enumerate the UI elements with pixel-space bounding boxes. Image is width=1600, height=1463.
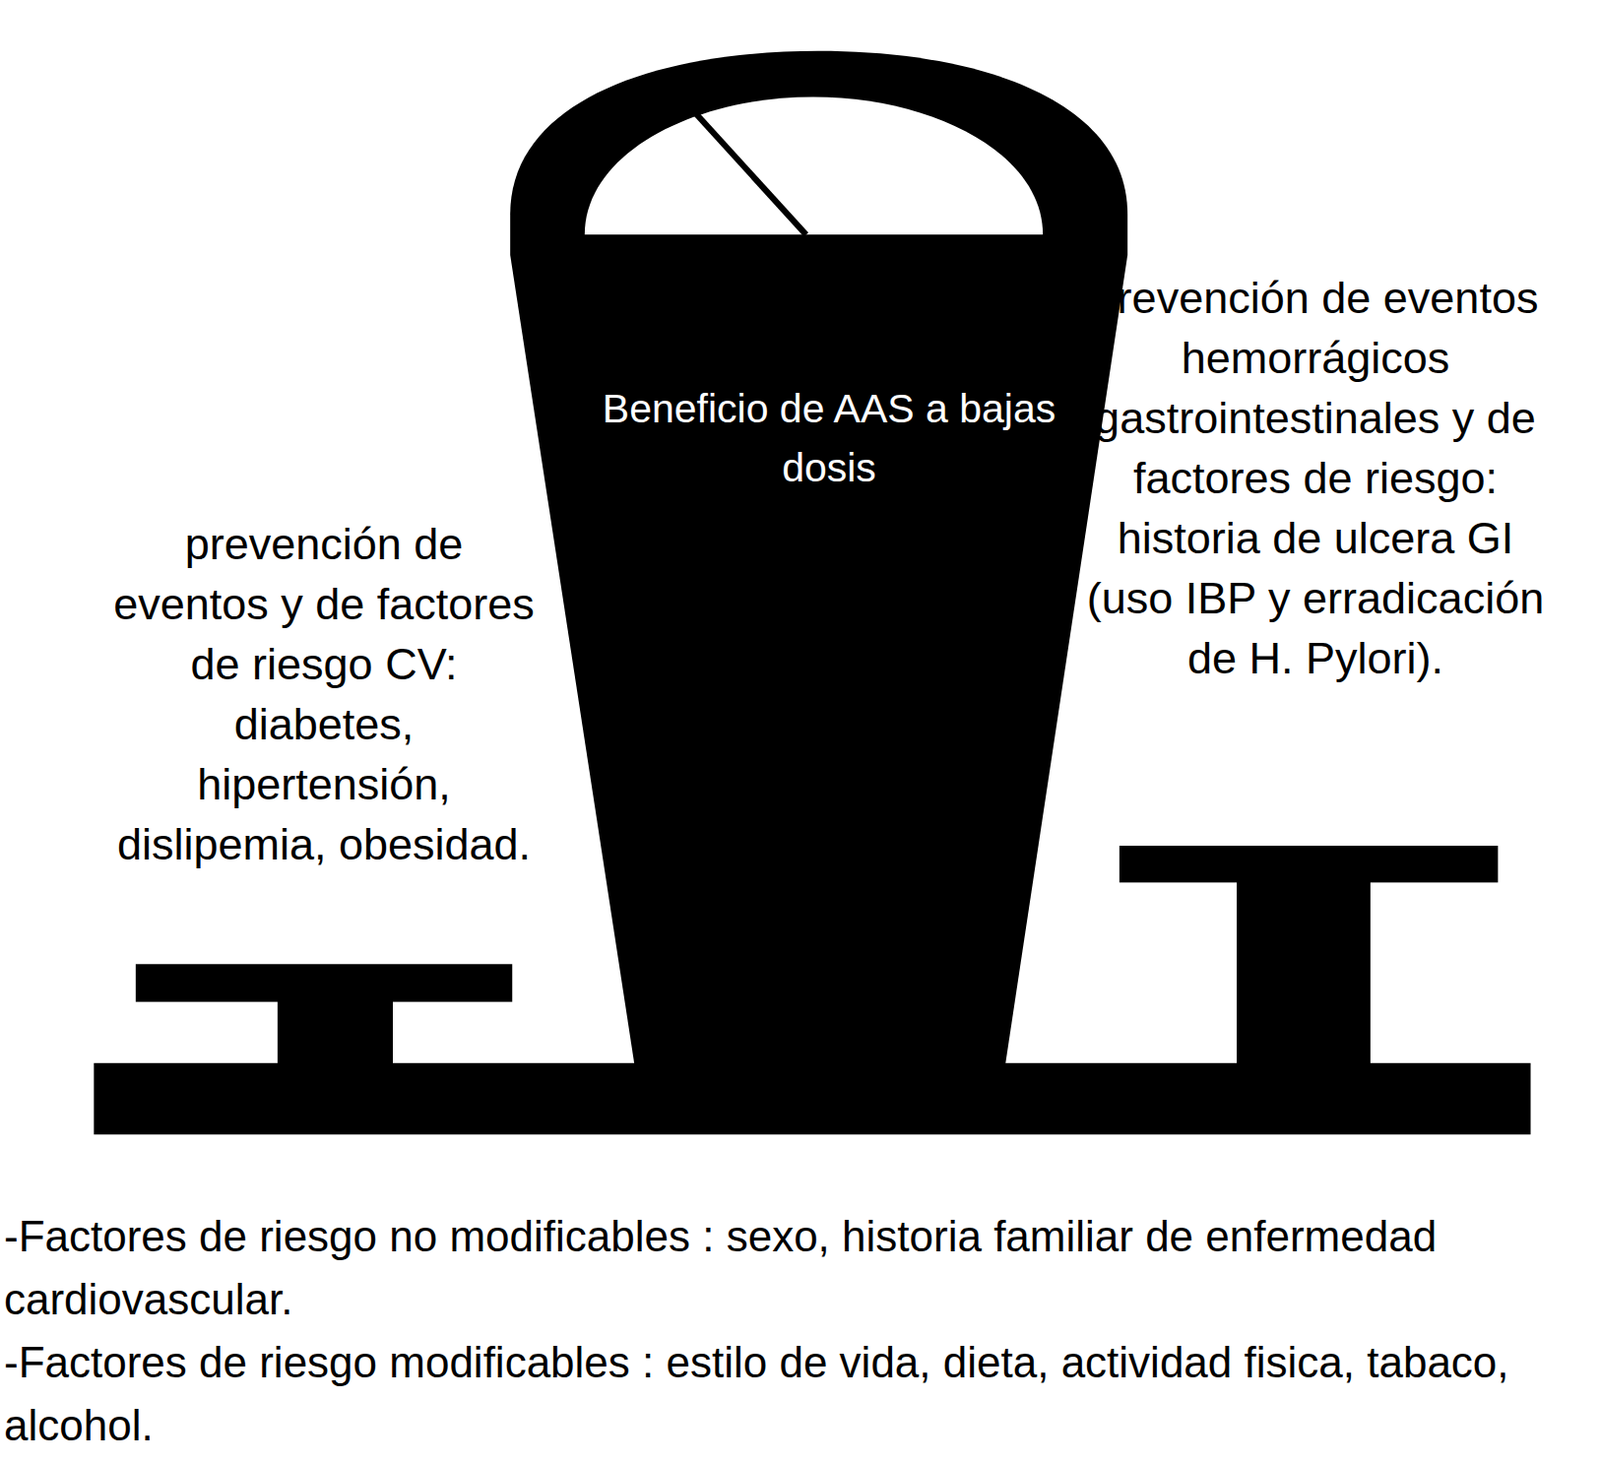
left-pan-stem <box>277 1000 393 1066</box>
scale-body-label-box: Beneficio de AAS a bajas dosis <box>597 379 1061 498</box>
scale-needle <box>681 97 806 235</box>
scale-base <box>93 1063 1531 1136</box>
right-pan-stem <box>1236 880 1371 1066</box>
left-pan-plate <box>135 963 512 1002</box>
benefit-label: Beneficio de AAS a bajas dosis <box>597 379 1061 498</box>
footnote: -Factores de riesgo modificables : estil… <box>3 1331 1594 1458</box>
scale-dial-face <box>584 96 1043 235</box>
footnote: -Factores de riesgo no modificables : se… <box>3 1205 1594 1332</box>
cardiovascular-side-label: prevención de eventos y de factores de r… <box>102 513 546 875</box>
right-pan-plate <box>1119 845 1498 883</box>
scale-body <box>510 255 1128 1067</box>
scale-dial-housing <box>510 51 1128 256</box>
gastrointestinal-side-label: prevención de eventos hemorrágicos gastr… <box>1081 267 1550 689</box>
